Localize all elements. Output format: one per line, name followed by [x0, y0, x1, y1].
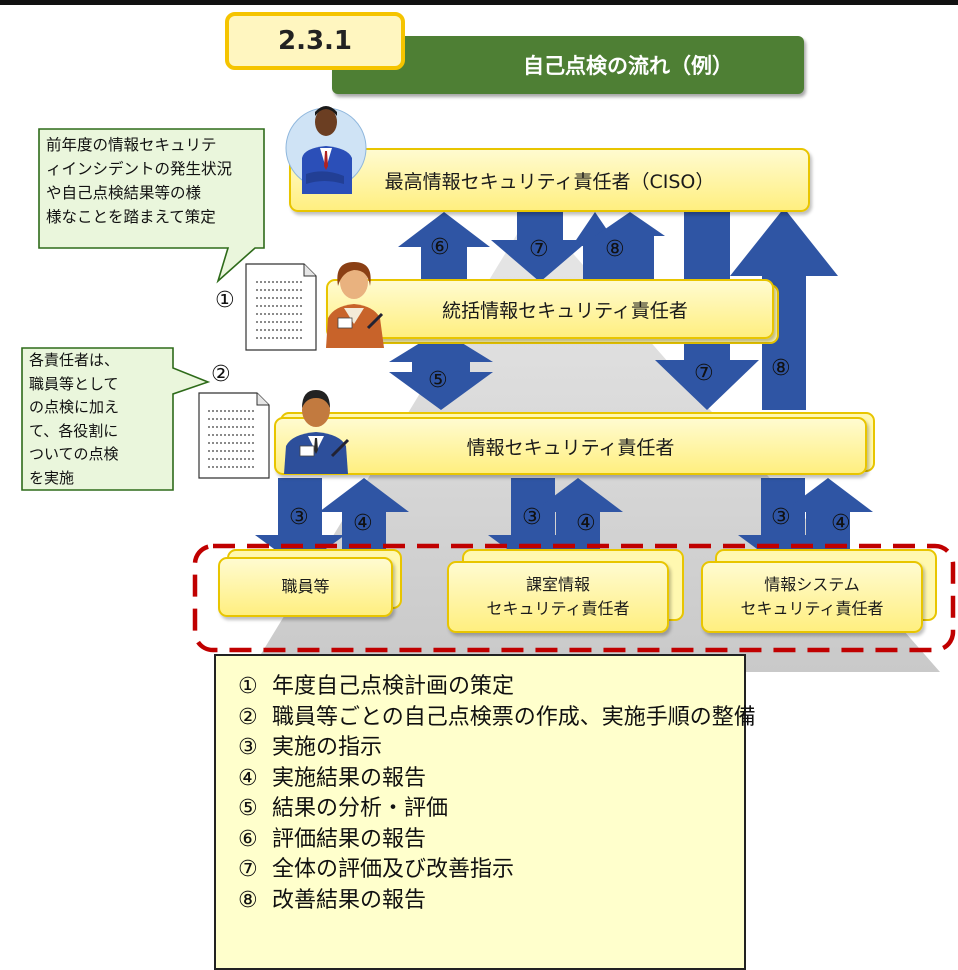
step-marker-3: ③ — [289, 505, 309, 530]
section-label-line2: セキュリティ責任者 — [486, 599, 630, 618]
callout-side-line: 職員等として — [29, 374, 119, 393]
callout-top-line: ィインシデントの発生状況 — [46, 160, 233, 178]
section-box: 課室情報 セキュリティ責任者 — [447, 561, 669, 633]
step-marker-6: ⑥ — [430, 235, 450, 260]
section-number-badge: 2.3.1 — [225, 12, 405, 70]
callout-side-line: て、各役割に — [29, 421, 119, 440]
general-box: 統括情報セキュリティ責任者 — [326, 279, 774, 339]
callout-top-line: や自己点検結果等の様 — [46, 184, 202, 202]
step-marker-2: ② — [211, 362, 231, 387]
step-marker-3: ③ — [522, 505, 542, 530]
front-line-group-outline — [192, 543, 956, 653]
step-marker-8: ⑧ — [605, 237, 625, 262]
callout-top: 前年度の情報セキュリテ ィインシデントの発生状況 や自己点検結果等の様 様なこと… — [46, 133, 261, 229]
step-marker-8: ⑧ — [771, 356, 791, 381]
step-marker-1: ① — [215, 288, 235, 313]
arrow-4-up-system — [783, 478, 873, 565]
step-marker-7: ⑦ — [694, 361, 714, 386]
callout-top-shape — [38, 128, 265, 284]
document-icon — [245, 263, 317, 351]
step-marker-7: ⑦ — [529, 237, 549, 262]
callout-side-line: ついての点検 — [29, 445, 119, 463]
arrow-5-double — [389, 330, 493, 410]
male-manager-icon — [284, 390, 350, 474]
step-marker-4: ④ — [576, 511, 596, 536]
security-label: 情報セキュリティ責任者 — [466, 436, 675, 459]
step-marker-4: ④ — [831, 511, 851, 536]
callout-side-line: 各責任者は、 — [29, 351, 120, 369]
callout-side: 各責任者は、 職員等として の点検に加え て、各役割に ついての点検 を実施 — [29, 349, 171, 490]
document-icon — [198, 392, 270, 479]
diagram-title-bar: 自己点検の流れ（例） — [332, 36, 804, 94]
general-label: 統括情報セキュリティ責任者 — [442, 299, 688, 322]
step-marker-3: ③ — [771, 505, 791, 530]
callout-side-line: の点検に加え — [29, 398, 120, 416]
section-label-line1: 課室情報 — [525, 575, 590, 594]
staff-box: 職員等 — [218, 557, 393, 617]
section-number: 2.3.1 — [277, 26, 353, 56]
system-box: 情報システム セキュリティ責任者 — [701, 561, 923, 633]
callout-side-shape — [21, 347, 211, 491]
arrow-6-up — [398, 212, 490, 284]
arrow-7-down — [491, 212, 589, 282]
staff-label: 職員等 — [281, 577, 330, 596]
step-marker-4: ④ — [353, 511, 373, 536]
callout-side-line: を実施 — [29, 468, 75, 487]
system-label-line1: 情報システム — [764, 575, 860, 594]
system-label-line2: セキュリティ責任者 — [740, 599, 884, 618]
arrow-4-up-section — [533, 478, 623, 565]
callout-top-line: 様なことを踏まえて策定 — [46, 208, 216, 226]
diagram-title: 自己点検の流れ（例） — [523, 54, 733, 78]
ciso-box: 最高情報セキュリティ責任者（CISO） — [289, 148, 810, 212]
step-marker-5: ⑤ — [428, 368, 448, 393]
executive-person-icon — [285, 106, 367, 194]
female-manager-icon — [326, 262, 384, 348]
security-box: 情報セキュリティ責任者 — [274, 417, 867, 475]
arrow-4-up-staff — [319, 478, 409, 565]
arrow-8-long-up — [730, 208, 838, 410]
ciso-label: 最高情報セキュリティ責任者（CISO） — [384, 170, 715, 193]
callout-top-line: 前年度の情報セキュリテ — [46, 136, 217, 154]
top-rule — [0, 0, 958, 5]
